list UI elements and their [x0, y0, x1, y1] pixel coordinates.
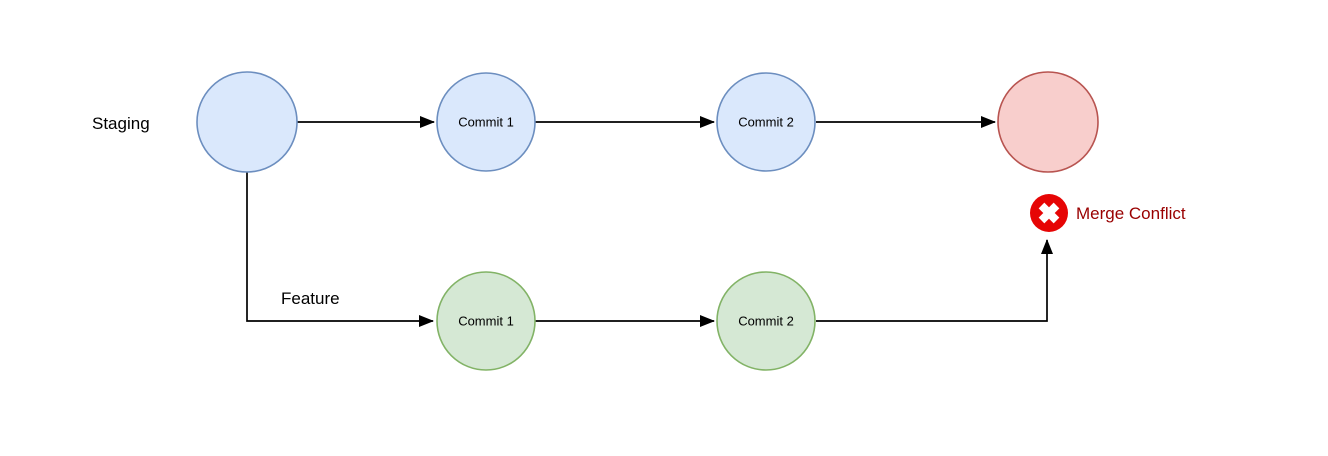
feature-commit-1-label: Commit 1	[458, 314, 514, 329]
merge-conflict-callout: Merge Conflict	[1030, 194, 1186, 232]
feature-commit-1-node: Commit 1	[436, 271, 536, 371]
staging-branch: Staging Commit 1 Commit 2	[92, 71, 1099, 173]
feature-commit-2-circle	[716, 271, 816, 371]
feature-branch: Feature Commit 1 Commit 2	[281, 271, 816, 371]
error-x-icon	[1038, 202, 1060, 224]
feature-commit-1-circle	[436, 271, 536, 371]
edge-feature-branch-off	[246, 172, 434, 327]
staging-start-node	[196, 71, 298, 173]
feature-commit-2-label: Commit 2	[738, 314, 794, 329]
merge-conflict-label: Merge Conflict	[1076, 204, 1186, 223]
edge-feature-commit2-to-conflict	[816, 239, 1053, 322]
staging-commit-2-label: Commit 2	[738, 115, 794, 130]
staging-commit-1-label: Commit 1	[458, 115, 514, 130]
branch-label-feature: Feature	[281, 289, 340, 308]
merge-result-node	[997, 71, 1099, 173]
branch-label-staging: Staging	[92, 114, 150, 133]
staging-commit-2-node: Commit 2	[716, 72, 816, 172]
feature-commit-2-node: Commit 2	[716, 271, 816, 371]
edges	[246, 116, 1053, 327]
staging-commit-2-circle	[716, 72, 816, 172]
staging-commit-1-circle	[436, 72, 536, 172]
staging-commit-1-node: Commit 1	[436, 72, 536, 172]
